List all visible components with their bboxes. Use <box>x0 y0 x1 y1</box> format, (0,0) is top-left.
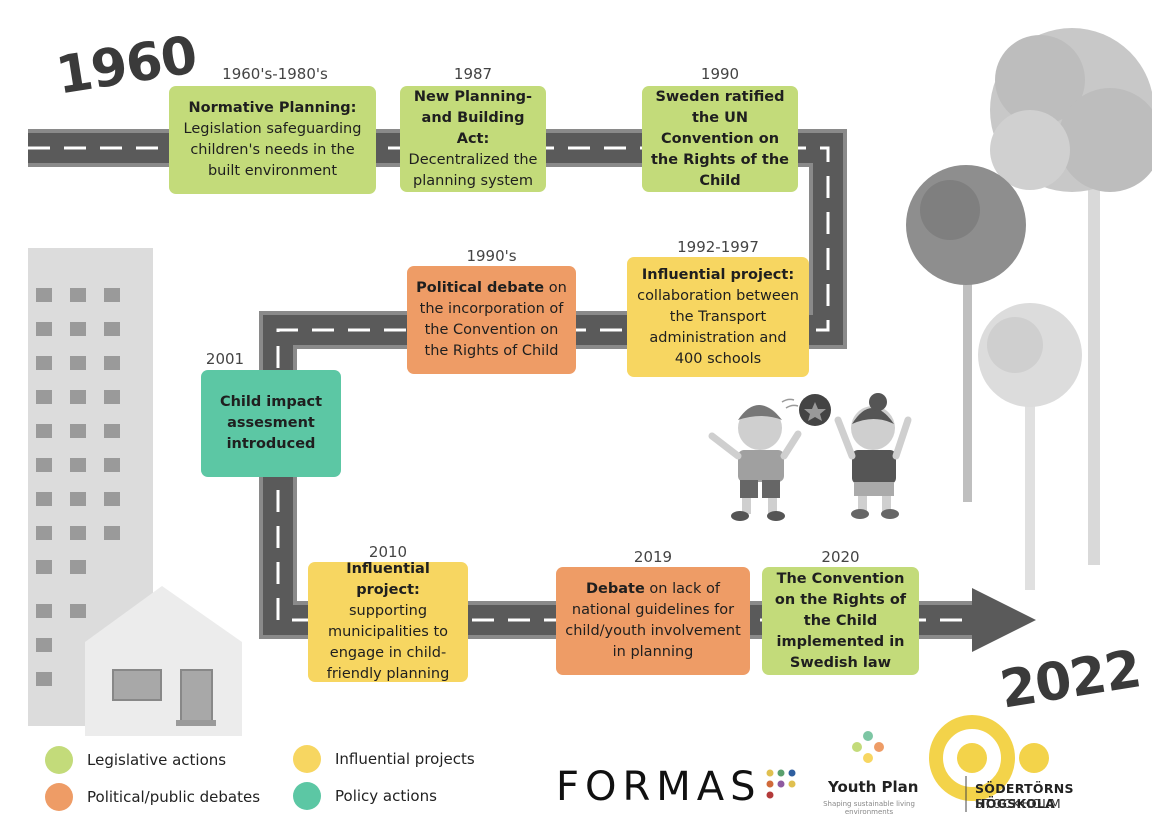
event-year: 1990 <box>700 65 740 83</box>
sodertorns-logo-icon <box>929 715 1049 812</box>
legend-item-policy: Policy actions <box>293 782 437 810</box>
event-box: Sweden ratified the UN Convention on the… <box>642 86 798 192</box>
event-box: Normative Planning:Legislation safeguard… <box>169 86 376 194</box>
legend-item-legislative: Legislative actions <box>45 746 226 774</box>
tree-medium-icon <box>906 165 1026 502</box>
event-year: 1992-1997 <box>677 238 759 256</box>
event-year: 2010 <box>368 543 408 561</box>
event-year: 2001 <box>205 350 245 368</box>
event-box: Influential project:supporting municipal… <box>308 561 468 682</box>
legend-dot-icon <box>293 745 321 773</box>
event-box: Influential project:collaboration betwee… <box>627 257 809 377</box>
event-year: 2020 <box>821 548 860 566</box>
youth-plan-tagline: Shaping sustainable living environments <box>823 800 915 816</box>
house-icon <box>85 586 242 736</box>
event-box: The Convention on the Rights of the Chil… <box>762 567 919 675</box>
event-year: 1990's <box>466 247 517 265</box>
event-year: 1960's-1980's <box>222 65 328 83</box>
legend-item-debates: Political/public debates <box>45 783 260 811</box>
arrow-head-icon <box>972 588 1036 652</box>
event-box: Political debate on the incorporation of… <box>407 266 576 374</box>
tree-large-icon <box>990 28 1152 565</box>
event-box: Debate on lack of national guidelines fo… <box>556 567 750 675</box>
legend-dot-icon <box>45 783 73 811</box>
youth-plan-logo: Youth Plan <box>828 778 919 796</box>
formas-logo-dots-icon <box>766 769 796 799</box>
sodertorns-name: SÖDERTÖRNS HÖGSKOLA <box>975 781 1074 811</box>
event-box: New Planning- and Building Act:Decentral… <box>400 86 546 192</box>
event-year: 2019 <box>633 548 673 566</box>
sodertorns-city: STOCKHOLM <box>975 796 1062 811</box>
formas-logo: FORMAS <box>556 764 762 810</box>
event-box: Child impact assesment introduced <box>201 370 341 477</box>
youth-plan-logo-icon <box>852 731 884 763</box>
event-year: 1987 <box>453 65 493 83</box>
legend-item-projects: Influential projects <box>293 745 475 773</box>
children-playing-icon <box>708 393 912 521</box>
legend-dot-icon <box>293 782 321 810</box>
tree-small-icon <box>978 303 1082 590</box>
legend-dot-icon <box>45 746 73 774</box>
